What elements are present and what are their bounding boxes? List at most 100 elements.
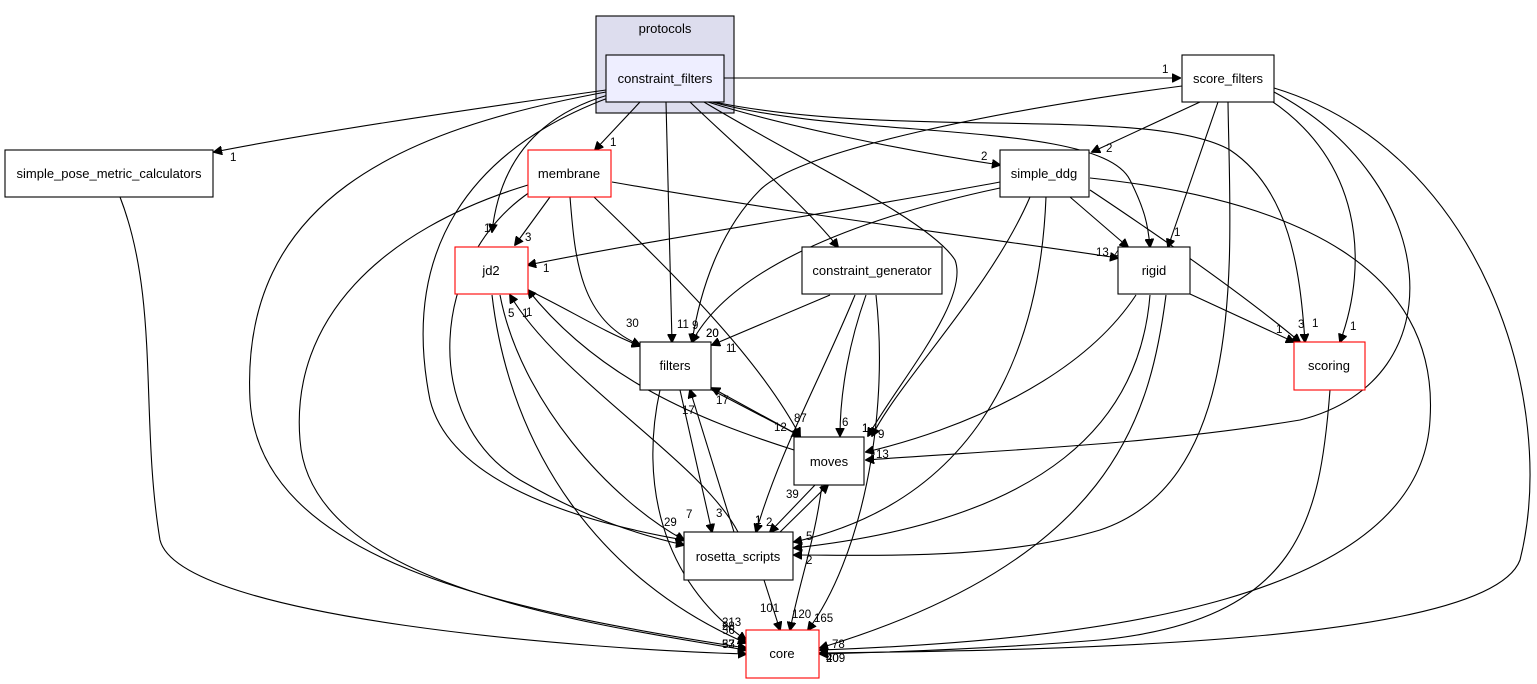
- node-scoring[interactable]: scoring: [1293, 341, 1366, 391]
- edge-cf-membrane: [595, 101, 641, 150]
- node-label: moves: [810, 454, 849, 469]
- edge-label: 1: [1350, 321, 1356, 333]
- edge-sf-filters: [692, 85, 1183, 342]
- node-label: scoring: [1308, 358, 1350, 373]
- edge-mem-rigid: [611, 181, 1118, 258]
- edge-filters-rs: [679, 389, 712, 532]
- node-label: membrane: [538, 166, 600, 181]
- edge-filters-core: [652, 389, 746, 640]
- edge-rigid-moves: [866, 294, 1137, 452]
- edge-spmc-core: [119, 196, 746, 654]
- edge-sd-scoring: [1089, 189, 1300, 342]
- node-moves[interactable]: moves: [793, 436, 865, 486]
- edge-sf-rs: [794, 101, 1231, 555]
- edge-label: 9: [878, 429, 884, 441]
- edge-label: 1: [1174, 227, 1180, 239]
- node-label: constraint_generator: [812, 263, 932, 278]
- edge-rs-moves: [779, 485, 828, 533]
- node-score-filters[interactable]: score_filters: [1181, 54, 1275, 103]
- node-constraint-filters[interactable]: constraint_filters: [605, 54, 725, 103]
- edge-cg-rs: [756, 294, 856, 532]
- edge-label: 1: [730, 343, 736, 355]
- edge-label: 9: [692, 320, 698, 332]
- edge-sf-scoring: [1269, 99, 1356, 342]
- edge-cf-rigid: [711, 101, 1150, 247]
- node-core[interactable]: core: [745, 629, 820, 679]
- edge-label: 17: [682, 405, 695, 417]
- edge-label: 409: [826, 653, 845, 665]
- edge-label: 1: [522, 308, 528, 320]
- node-label: filters: [659, 358, 691, 373]
- edge-label: 12: [774, 422, 787, 434]
- edge-sd-core: [820, 177, 1432, 650]
- edge-label: 13: [876, 449, 889, 461]
- edge-cf-simpleddg: [707, 101, 1000, 165]
- edge-cf-cg: [689, 101, 838, 247]
- edge-mem-jd2: [515, 196, 551, 245]
- edge-cf-scoring: [713, 101, 1305, 342]
- edge-sf-rigid: [1168, 101, 1219, 247]
- edge-label: 1: [526, 307, 532, 319]
- edge-label: 1: [1312, 318, 1318, 330]
- node-label: simple_pose_metric_calculators: [17, 166, 202, 181]
- edge-label: 6: [842, 417, 848, 429]
- node-simple-ddg[interactable]: simple_ddg: [999, 149, 1090, 198]
- node-constraint-generator[interactable]: constraint_generator: [801, 246, 943, 295]
- edge-moves-jd2: [528, 290, 795, 451]
- node-simple-pose-metric-calculators[interactable]: simple_pose_metric_calculators: [4, 149, 214, 198]
- edge-label: 1: [230, 152, 236, 164]
- edge-sd-moves: [872, 196, 1031, 436]
- edge-label: 13: [1096, 247, 1109, 259]
- edge-label: 1: [610, 137, 616, 149]
- edge-label: 213: [722, 617, 741, 629]
- edge-label: 2: [981, 151, 987, 163]
- node-rosetta-scripts[interactable]: rosetta_scripts: [683, 531, 794, 581]
- edge-label: 36: [722, 625, 735, 637]
- edge-mem-moves: [593, 196, 800, 436]
- edge-label: 17: [716, 395, 729, 407]
- edge-cf-core: [249, 91, 746, 648]
- edge-cf-moves: [703, 101, 958, 436]
- edge-sf-simpleddg: [1092, 101, 1201, 152]
- edge-label: 7: [686, 509, 692, 521]
- edge-label: 120: [792, 609, 811, 621]
- edge-label: 1: [755, 515, 761, 527]
- edges: [119, 78, 1531, 654]
- edge-cg-filters: [712, 294, 831, 345]
- edge-label: 39: [786, 489, 799, 501]
- node-filters[interactable]: filters: [639, 341, 712, 391]
- edge-cg-core: [808, 294, 880, 630]
- edge-label: 1: [862, 423, 868, 435]
- node-jd2[interactable]: jd2: [454, 246, 529, 295]
- edge-label: 2: [766, 517, 772, 529]
- edge-jd2-filters: [527, 289, 640, 346]
- edge-label: 1: [1276, 324, 1282, 336]
- edge-mem-filters: [569, 196, 640, 345]
- node-rigid[interactable]: rigid: [1117, 246, 1191, 295]
- edge-rigid-scoring: [1189, 293, 1294, 342]
- edge-label: 1: [484, 223, 490, 235]
- edge-label: 57: [722, 639, 735, 651]
- cluster-label: protocols: [639, 21, 692, 36]
- edge-label: 11: [677, 319, 689, 331]
- edge-label: 33: [722, 639, 735, 651]
- edge-rs-core: [763, 579, 780, 630]
- edge-label: 165: [814, 613, 833, 625]
- edge-label: 1: [543, 263, 549, 275]
- edge-sf-moves: [866, 91, 1411, 460]
- edge-mem-core: [298, 184, 746, 650]
- node-label: jd2: [481, 263, 499, 278]
- node-label: rigid: [1142, 263, 1167, 278]
- edge-rs-filters: [690, 390, 735, 533]
- node-label: simple_ddg: [1011, 166, 1078, 181]
- edge-moves-core: [790, 484, 823, 630]
- node-label: score_filters: [1193, 71, 1264, 86]
- edge-sf-core: [820, 87, 1531, 653]
- node-membrane[interactable]: membrane: [527, 149, 612, 198]
- edge-jd2-rs: [499, 294, 684, 540]
- edge-moves-filters: [712, 388, 801, 437]
- edge-rigid-core: [820, 294, 1167, 648]
- edge-label: 29: [664, 517, 677, 529]
- edge-cf-jd2: [492, 94, 609, 232]
- nodes: constraint_filters score_filters simple_…: [4, 54, 1366, 679]
